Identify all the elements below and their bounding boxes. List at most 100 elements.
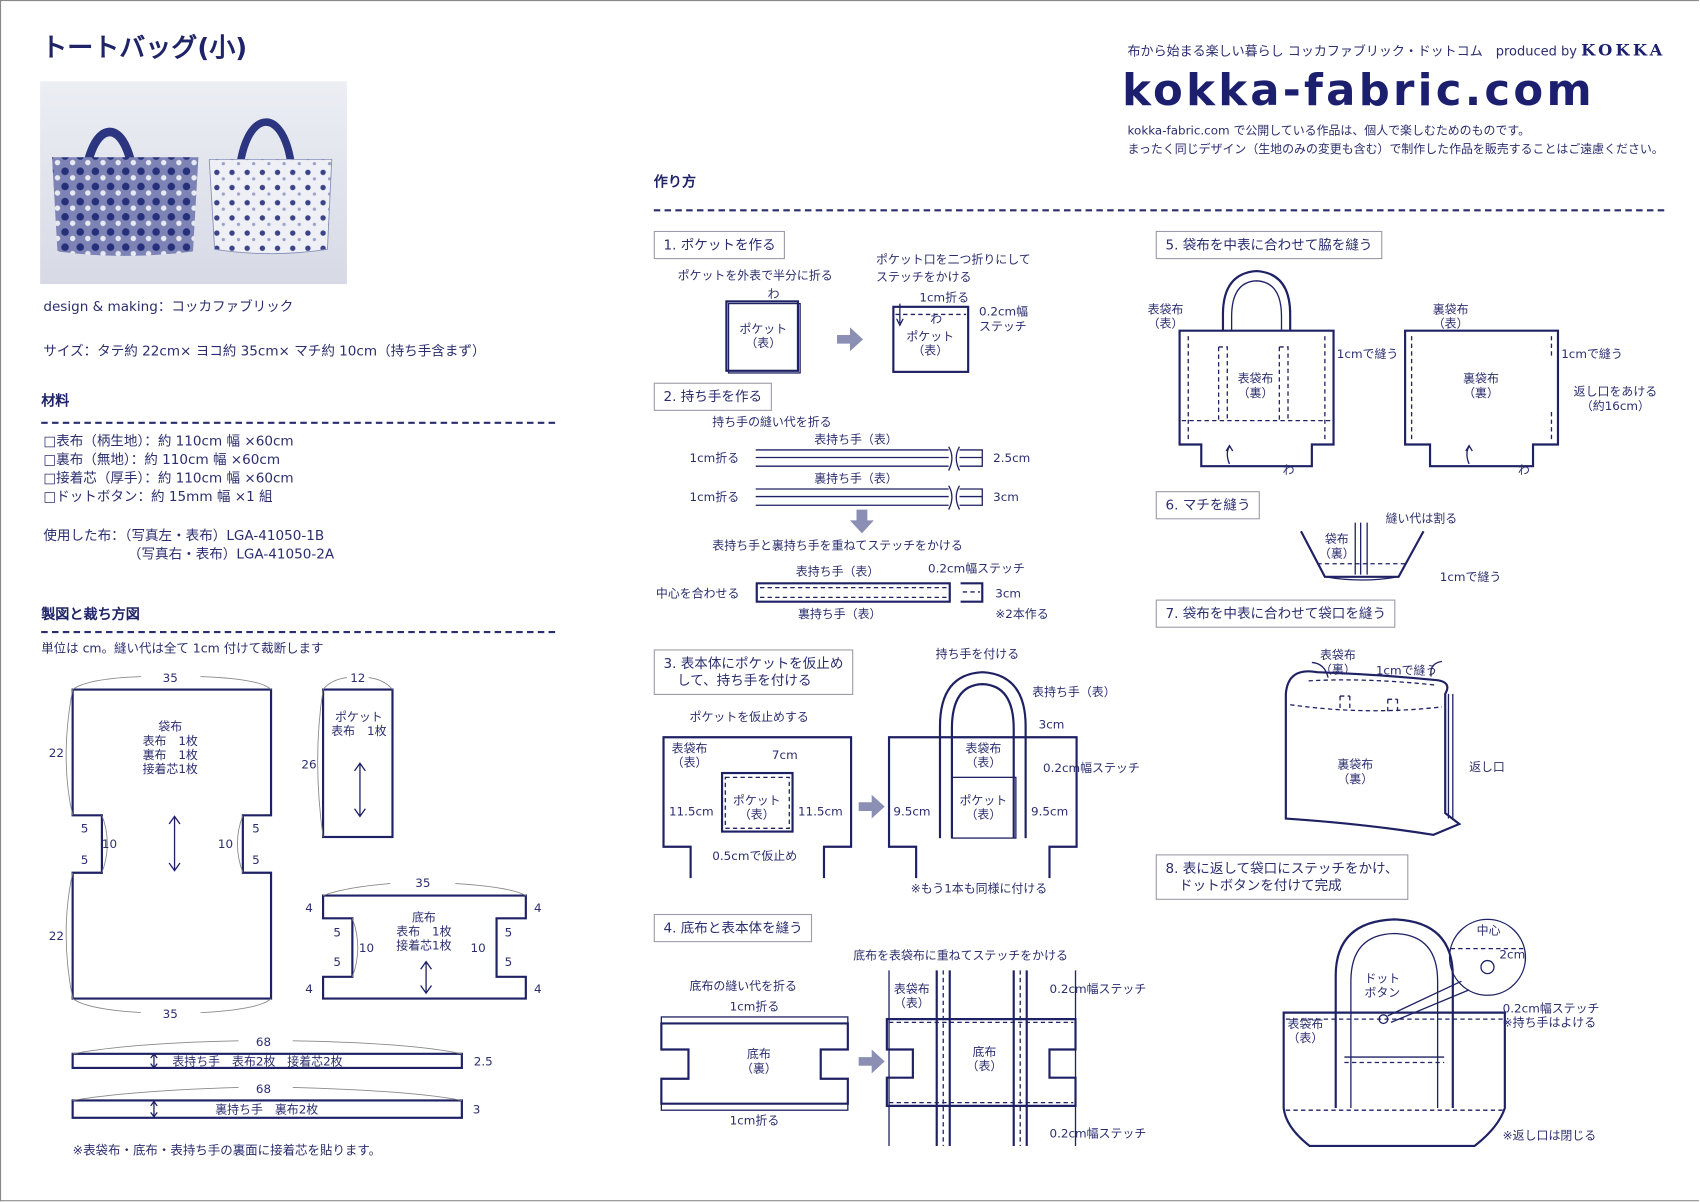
step-label: ポケット （表） (959, 793, 1008, 822)
material-item: □裏布（無地）：約 110cm 幅 ×60cm (43, 451, 281, 468)
step-label: 3cm (993, 490, 1019, 505)
step-label: 1cm折る (689, 490, 740, 505)
step-label: 1cm折る (729, 999, 780, 1014)
step-7-title: 7. 袋布を中表に合わせて袋口を縫う (1155, 599, 1396, 628)
step-label: 中心 (1476, 923, 1501, 938)
step-label: 返し口 (1469, 760, 1505, 775)
step-label: 0.2cm幅ステッチ (1049, 1126, 1147, 1141)
step-3-title: 3. 表本体にポケットを仮止め して、持ち手を付ける (653, 649, 854, 695)
step-label: 持ち手の縫い代を折る (712, 415, 832, 430)
materials-heading: 材料 (41, 393, 70, 410)
bottom-pattern-label: 底布 表布 1枚 接着芯1枚 (396, 910, 452, 953)
step-label: ポケット （表） (906, 329, 955, 358)
step-label: ドット ボタン (1364, 971, 1401, 1000)
finished-tote (1282, 1011, 1506, 1148)
dim-label: 5 (504, 925, 513, 940)
step-label: 1cmで縫う (1561, 346, 1623, 362)
dim-label: 35 (415, 876, 431, 891)
notice-line: kokka-fabric.com で公開している作品は、個人で楽しむためのもので… (1127, 123, 1531, 138)
step-label: わ (930, 312, 943, 327)
product-photo (40, 81, 347, 285)
material-item: □表布（柄生地）：約 110cm 幅 ×60cm (43, 432, 294, 449)
tagline-text: 布から始まる楽しい暮らし コッカファブリック・ドットコム produced by (1127, 43, 1578, 59)
material-item: □ドットボタン：約 15mm 幅 ×1 組 (43, 487, 273, 505)
dim-label: 10 (470, 941, 486, 956)
step-label: 0.2cm幅ステッチ (928, 561, 1025, 576)
kokka-brand: KOKKA (1581, 40, 1666, 60)
dim-label: 5 (252, 853, 260, 868)
step-label: ※返し口は閉じる (1502, 1128, 1597, 1143)
step-label: 1cm折る (689, 451, 740, 466)
bottom-panel-right (885, 1018, 1077, 1107)
divider (41, 421, 556, 424)
grain-arrow (168, 815, 181, 872)
step-label: ポケット口を二つ折りにして ステッチをかける (876, 252, 1031, 285)
fabric-used-2: （写真右・表布）LGA-41050-2A (127, 545, 335, 562)
dim-label: 4 (533, 982, 542, 997)
dim-label: 35 (162, 1007, 178, 1022)
dim-label: 35 (162, 671, 178, 686)
dim-label: 12 (350, 671, 366, 686)
step-6-title: 6. マチを縫う (1155, 491, 1261, 520)
site-logo: kokka-fabric.com (1122, 66, 1595, 117)
gusset-diagram (1300, 530, 1425, 578)
step-label: 表袋布 （裏） (1237, 371, 1274, 401)
step-label: わ (1517, 462, 1530, 478)
pattern-note: 単位は cm。縫い代は全て 1cm 付けて裁断します (41, 640, 324, 656)
step-8-title: 8. 表に返して袋口にステッチをかけ、 ドットボタンを付けて完成 (1155, 854, 1409, 900)
step-label: 底布 （裏） (741, 1047, 777, 1076)
step-label: 1cm折る (919, 290, 970, 305)
dim-label: 26 (301, 757, 317, 772)
step-label: 11.5cm (668, 804, 714, 819)
bag-panel-right (887, 736, 1078, 879)
step-label: 1cmで縫う (1439, 570, 1502, 585)
step-label: 表袋布 （表） (1147, 302, 1184, 331)
step-label: 1cm折る (729, 1113, 780, 1128)
step-label: わ (1282, 462, 1295, 478)
dim-label: 68 (255, 1082, 272, 1097)
dim-label: 5 (504, 955, 513, 970)
right-arrow-icon (836, 327, 864, 352)
down-arrow-icon (849, 509, 874, 534)
step-label: ポケット （表） (739, 322, 788, 351)
step-label: 2cm (1499, 947, 1526, 962)
outer-handle-label: 表持ち手 表布2枚 接着芯2枚 (172, 1054, 343, 1070)
step-label: 0.2cm幅ステッチ (1049, 982, 1147, 997)
step-2-title: 2. 持ち手を作る (653, 382, 772, 411)
step-label: 袋布 （裏） (1318, 532, 1355, 561)
step-label: 表袋布 （表） (1287, 1016, 1324, 1046)
step-label: 中心を合わせる (655, 586, 740, 601)
dim-label: 5 (80, 821, 89, 836)
dim-label: 22 (48, 745, 64, 761)
dim-label: 68 (255, 1035, 272, 1050)
bag-pattern-label: 袋布 表布 1枚 裏布 1枚 接着芯1枚 (142, 719, 198, 777)
step-label: 縫い代は割る (1385, 511, 1458, 526)
step-1-title: 1. ポケットを作る (653, 230, 786, 260)
step-label: ポケットを仮止めする (689, 710, 809, 725)
step-label: 7cm (771, 748, 798, 763)
material-item: □接着芯（厚手）：約 110cm 幅 ×60cm (43, 469, 294, 486)
step-label: 9.5cm (893, 804, 931, 819)
step-4-title: 4. 底布と表本体を縫う (653, 913, 813, 943)
pocket-pattern-label: ポケット 表布 1枚 (331, 710, 387, 739)
notice-line: まったく同じデザイン（生地のみの変更も含む）で制作した作品を販売することはご遠慮… (1127, 142, 1664, 157)
page-title: トートバッグ(小) (41, 32, 248, 63)
step-label: 9.5cm (1031, 804, 1069, 819)
step-label: 0.2cm幅ステッチ ※持ち手はよける (1502, 1001, 1600, 1030)
credit: design & making：コッカファブリック (43, 298, 294, 315)
step-label: 裏持ち手（表） (814, 471, 898, 486)
howto-heading: 作り方 (653, 174, 697, 191)
dim-label: 5 (333, 925, 341, 940)
size-info: サイズ：タテ約 22cm× ヨコ約 35cm× マチ約 10cm（持ち手含まず） (43, 342, 486, 359)
inner-handle-pattern (71, 1099, 463, 1119)
step-label: 表袋布 （表） (965, 741, 1002, 770)
step-label: 0.2cm幅ステッチ (1042, 761, 1140, 776)
dim-label: 3 (472, 1102, 481, 1117)
dim-label: 4 (305, 900, 313, 916)
inner-bag-sewn (1404, 329, 1560, 468)
dim-label: 2.5 (473, 1054, 493, 1070)
divider (41, 630, 556, 634)
step-label: 0.2cm幅 ステッチ (979, 304, 1029, 334)
